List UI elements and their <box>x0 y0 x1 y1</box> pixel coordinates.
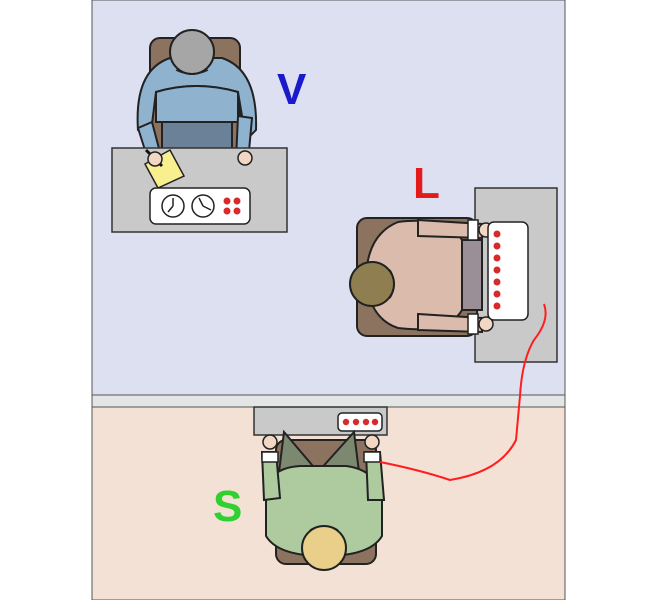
subject-hand <box>262 434 278 450</box>
learner-answer-box <box>487 221 529 321</box>
shock-button <box>342 418 350 426</box>
experimenter-left-hand <box>147 151 163 167</box>
panel-button <box>223 197 231 205</box>
learner-head <box>349 261 395 307</box>
subject-hand <box>364 434 380 450</box>
electrode-wire <box>379 303 547 482</box>
experimenter-head <box>169 29 215 75</box>
learner-wrist-strap <box>467 313 479 335</box>
panel-button <box>233 207 241 215</box>
panel-button <box>223 207 231 215</box>
experimenter-right-hand <box>237 150 253 166</box>
answer-button <box>493 266 501 274</box>
answer-button <box>493 242 501 250</box>
answer-button <box>493 230 501 238</box>
answer-button <box>493 290 501 298</box>
label-subject-s: S <box>213 482 242 531</box>
shock-button <box>371 418 379 426</box>
dividing-wall <box>91 394 566 408</box>
learner-hand <box>478 316 494 332</box>
learner-lower-arm <box>417 312 483 334</box>
answer-button <box>493 302 501 310</box>
answer-button <box>493 278 501 286</box>
subject-wrist-strap <box>363 451 381 463</box>
learner-wrist-strap <box>467 219 479 241</box>
label-experimenter-v: V <box>277 65 307 114</box>
answer-button <box>493 254 501 262</box>
subject-wrist-strap <box>261 451 279 463</box>
learner-figure <box>349 217 494 337</box>
subject-desk <box>253 406 388 436</box>
subject-torso <box>265 465 383 558</box>
subject-figure <box>260 429 386 571</box>
shock-button <box>352 418 360 426</box>
shock-generator-panel <box>337 412 383 432</box>
experimenter-figure <box>136 29 258 168</box>
label-learner-l: L <box>413 159 440 208</box>
learner-upper-arm <box>417 218 483 240</box>
panel-button <box>233 197 241 205</box>
subject-head <box>301 525 347 571</box>
experimenter-desk <box>111 147 288 233</box>
shock-button <box>362 418 370 426</box>
